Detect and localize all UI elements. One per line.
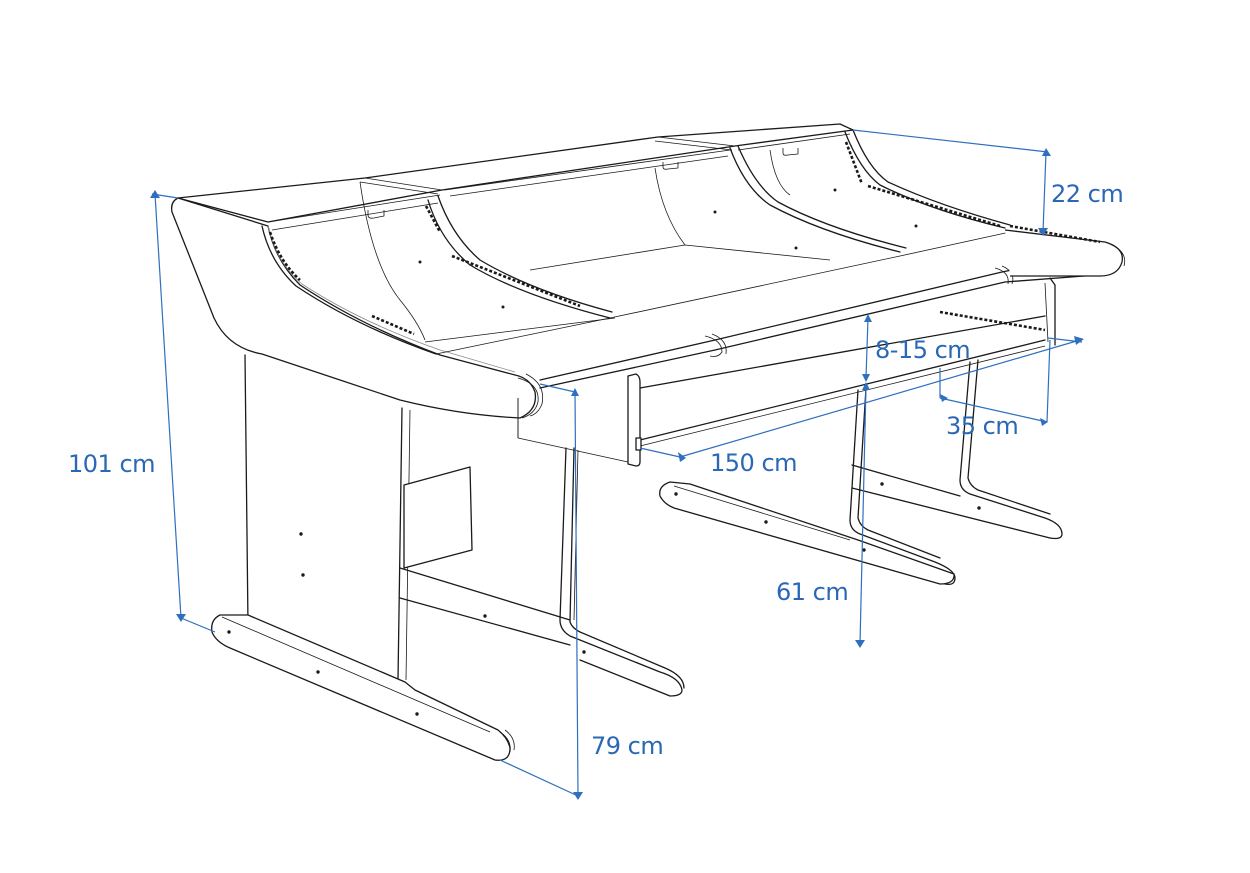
dimension-label-tray-gap: 8-15 cm	[875, 336, 971, 364]
left-wing-panel	[359, 181, 616, 343]
center-back-panel	[529, 167, 831, 271]
left-leg	[211, 354, 515, 761]
dimension-lines	[150, 129, 1084, 800]
rear-crossbar	[399, 466, 571, 646]
monitor-bridge	[177, 123, 854, 231]
dimension-label-desk-height: 79 cm	[591, 732, 664, 760]
dimension-label-bridge-height: 22 cm	[1051, 180, 1124, 208]
dimension-label-tray-depth: 35 cm	[946, 412, 1019, 440]
dimension-label-tray-width: 150 cm	[710, 449, 798, 477]
dimension-label-tray-height: 61 cm	[776, 578, 849, 606]
center-leg	[659, 387, 956, 586]
left-side-panel	[170, 197, 544, 419]
dimension-label-total-height: 101 cm	[68, 450, 156, 478]
desktop-surface	[435, 224, 1126, 389]
right-leg	[851, 359, 1063, 540]
right-wing-panel	[729, 129, 1011, 253]
